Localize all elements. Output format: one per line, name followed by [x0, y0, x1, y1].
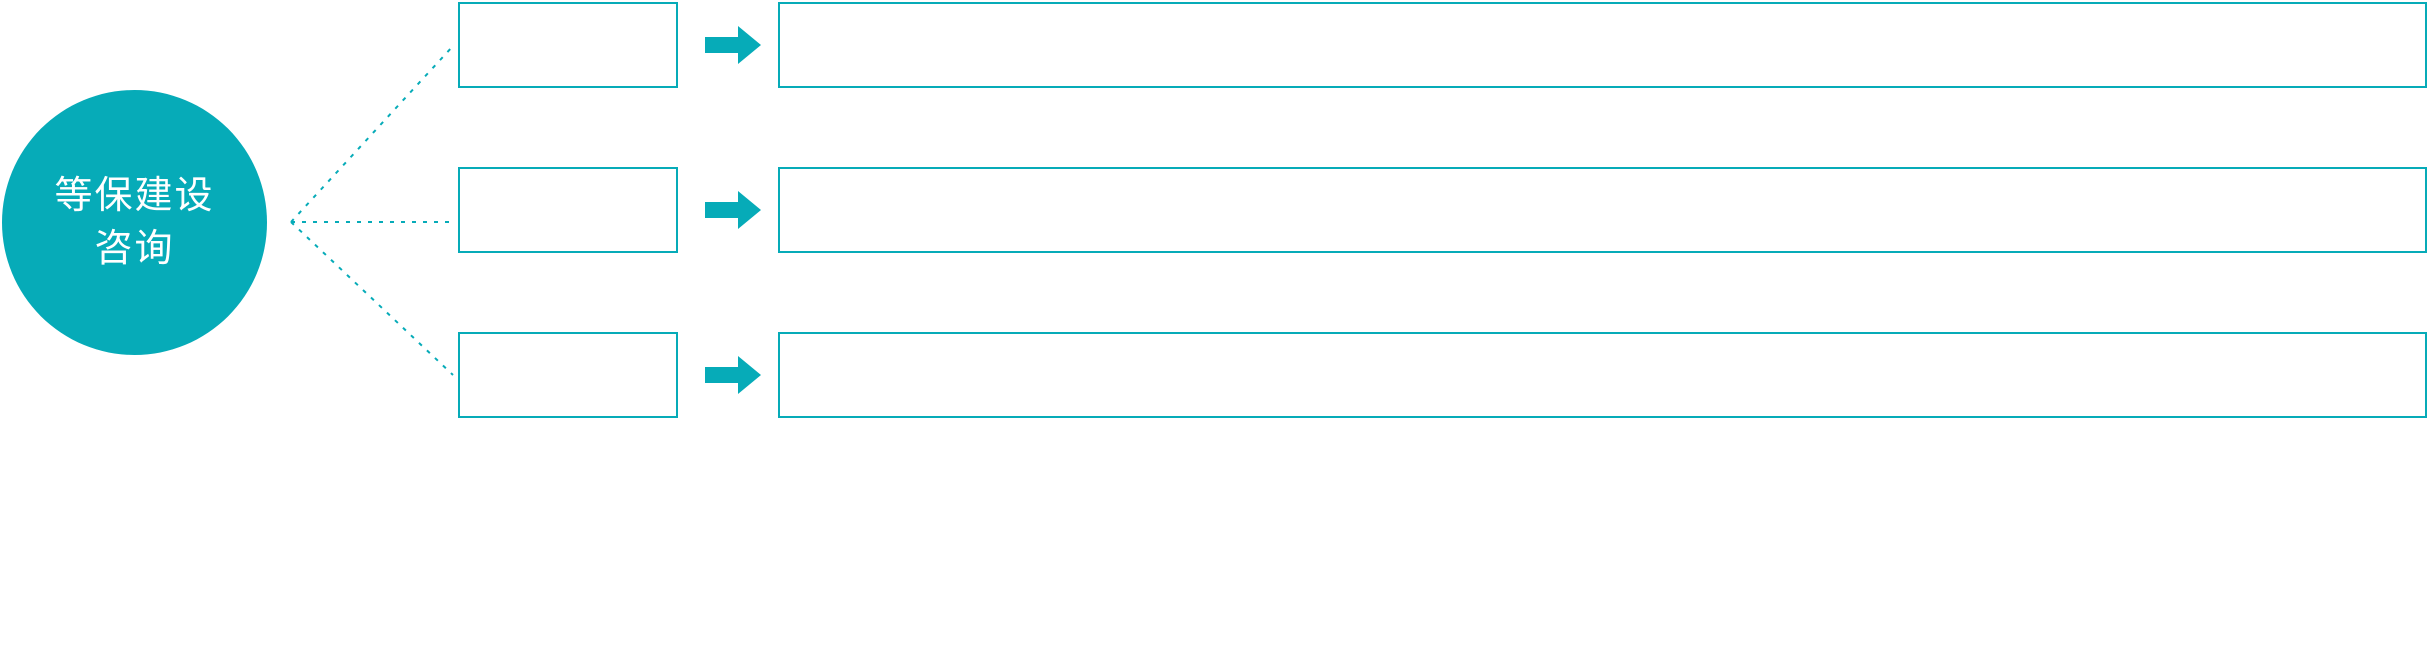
right-block-arrow-icon — [705, 26, 761, 64]
detail-box-3[interactable] — [778, 332, 2427, 418]
stage-box-3[interactable] — [458, 332, 678, 418]
right-block-arrow-icon — [705, 356, 761, 394]
hub-label-line-2: 咨询 — [94, 227, 175, 270]
connector-line-bottom — [290, 221, 454, 376]
hub-label-line-1: 等保建设 — [54, 175, 215, 218]
hub-node[interactable]: 等保建设 咨询 — [2, 90, 267, 355]
stage-box-2[interactable] — [458, 167, 678, 253]
connector-line-top — [290, 45, 454, 223]
stage-box-1[interactable] — [458, 2, 678, 88]
detail-box-2[interactable] — [778, 167, 2427, 253]
right-block-arrow-icon — [705, 191, 761, 229]
detail-box-1[interactable] — [778, 2, 2427, 88]
